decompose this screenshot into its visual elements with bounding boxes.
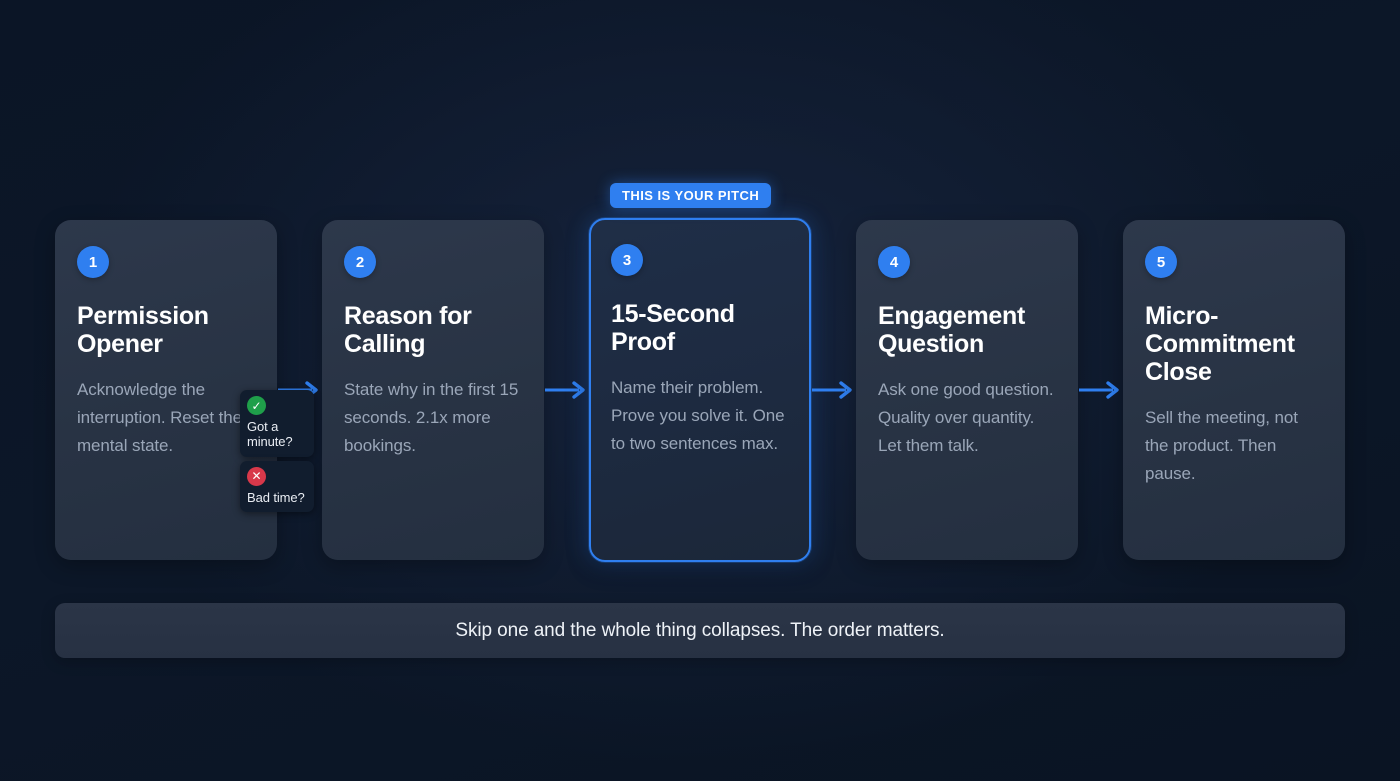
connector-arrow-4 <box>1078 220 1123 560</box>
check-circle-icon: ✓ <box>247 396 266 415</box>
pitch-badge-label: THIS IS YOUR PITCH <box>622 188 760 203</box>
reaction-chip-positive-label: Got a minute? <box>247 419 293 450</box>
connector-arrow-3 <box>811 220 856 560</box>
reaction-chip-negative[interactable]: ✕ Bad time? <box>240 460 314 512</box>
process-flow: 1 Permission Opener Acknowledge the inte… <box>55 218 1345 562</box>
step-number-badge-3: 3 <box>611 244 643 276</box>
step-description-2: State why in the first 15 seconds. 2.1x … <box>344 380 519 456</box>
step-title-1: Permission Opener <box>77 302 209 358</box>
arrow-right-icon <box>1078 381 1123 399</box>
step-card-2[interactable]: 2 Reason for Calling State why in the fi… <box>322 220 544 560</box>
step-description-5: Sell the meeting, not the product. Then … <box>1145 408 1298 484</box>
footer-text: Skip one and the whole thing collapses. … <box>455 619 945 641</box>
step-card-1[interactable]: 1 Permission Opener Acknowledge the inte… <box>55 220 277 560</box>
step-title-5: Micro-Commitment Close <box>1145 302 1295 386</box>
step-description-4: Ask one good question. Quality over quan… <box>878 380 1054 456</box>
step-number-badge-2: 2 <box>344 246 376 278</box>
step-card-5[interactable]: 5 Micro-Commitment Close Sell the meetin… <box>1123 220 1345 560</box>
connector-arrow-2 <box>544 220 589 560</box>
arrow-right-icon <box>811 381 856 399</box>
step-number-badge-5: 5 <box>1145 246 1177 278</box>
step-description-3: Name their problem. Prove you solve it. … <box>611 378 785 454</box>
pitch-badge: THIS IS YOUR PITCH <box>610 183 772 208</box>
step-description-1: Acknowledge the interruption. Reset thei… <box>77 380 252 456</box>
step-title-4: Engagement Question <box>878 302 1026 358</box>
reaction-chips-overlay: ✓ Got a minute? ✕ Bad time? <box>240 390 314 512</box>
step-number-badge-4: 4 <box>878 246 910 278</box>
reaction-chip-positive[interactable]: ✓ Got a minute? <box>240 390 314 457</box>
step-number-badge-1: 1 <box>77 246 109 278</box>
step-title-3: 15-Second Proof <box>611 300 735 356</box>
x-circle-icon: ✕ <box>247 466 266 486</box>
step-card-3[interactable]: 3 15-Second Proof Name their problem. Pr… <box>589 218 811 562</box>
step-card-4[interactable]: 4 Engagement Question Ask one good quest… <box>856 220 1078 560</box>
step-title-2: Reason for Calling <box>344 302 472 358</box>
reaction-chip-negative-label: Bad time? <box>247 489 305 505</box>
arrow-right-icon <box>544 381 589 399</box>
footer-banner: Skip one and the whole thing collapses. … <box>55 603 1345 658</box>
